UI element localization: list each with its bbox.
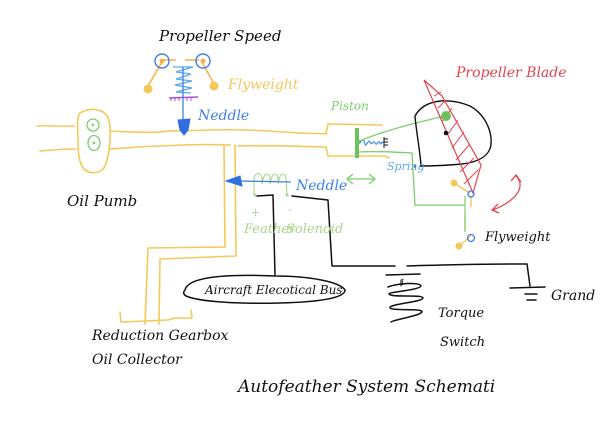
pipe-lower-left bbox=[39, 148, 77, 152]
governor-pivot-right bbox=[195, 53, 211, 69]
spring-icon bbox=[359, 139, 384, 146]
piston-rod bbox=[359, 115, 446, 142]
piston-return-line bbox=[358, 150, 465, 206]
needle-valve-icon bbox=[177, 118, 191, 136]
diagram-title: Autofeather System Schemati bbox=[236, 377, 495, 397]
propeller-hub bbox=[414, 79, 492, 195]
flyweight-ball-icon bbox=[209, 81, 219, 91]
wire-feather-plus bbox=[256, 194, 276, 276]
flyweight-pivot bbox=[467, 190, 475, 198]
label-flyweight-top: Flyweight bbox=[227, 77, 299, 93]
label-propeller-blade: Propeller Blade bbox=[455, 65, 567, 81]
flyweight-right-assembly bbox=[450, 173, 522, 250]
pipe-drain-right bbox=[158, 144, 237, 325]
propeller-blade bbox=[423, 79, 482, 195]
oil-pipes bbox=[36, 108, 390, 325]
oil-pump-body bbox=[76, 108, 111, 174]
label-ground: Grand bbox=[551, 288, 595, 304]
pipe-upper-left bbox=[36, 124, 75, 128]
flyweight-ball-icon bbox=[450, 179, 458, 187]
pipe-drain-left bbox=[144, 145, 226, 325]
label-piston: Piston bbox=[330, 99, 369, 113]
torque-switch-coil bbox=[387, 282, 424, 323]
ground-symbol-icon bbox=[509, 286, 546, 301]
spring-icon bbox=[173, 66, 194, 94]
label-spring: Spring bbox=[387, 160, 424, 173]
blade-pin bbox=[441, 111, 451, 121]
needle-valve-icon bbox=[224, 175, 243, 187]
pump-gear-bottom bbox=[87, 134, 101, 152]
label-gearbox-2: Oil Collector bbox=[92, 352, 183, 368]
label-minus: - bbox=[288, 203, 292, 216]
pipe-upper-main bbox=[109, 128, 327, 135]
label-switch-mark: 1 bbox=[400, 278, 405, 287]
piston-cylinder-top bbox=[325, 123, 383, 135]
flyweight-ball-icon bbox=[143, 84, 153, 94]
wire-torque-switch-top bbox=[385, 273, 421, 276]
gearbox-oil-collector bbox=[119, 309, 193, 323]
oil-pump-gears bbox=[86, 118, 101, 152]
label-aircraft-bus: Aircraft Elecotical Bus bbox=[204, 283, 342, 297]
label-oil-pump: Oil Pumb bbox=[67, 192, 137, 210]
label-torque-2: Switch bbox=[440, 335, 485, 350]
aircraft-electrical-bus bbox=[182, 274, 346, 304]
blade-pivot bbox=[443, 130, 449, 136]
piston-assembly bbox=[345, 115, 465, 206]
governor-assembly bbox=[143, 53, 219, 136]
flyweight-ball-icon bbox=[455, 242, 463, 250]
pipe-lower-main bbox=[109, 143, 231, 150]
label-solenoid: Solenoid bbox=[286, 222, 343, 237]
label-flyweight-right: Flyweight bbox=[484, 230, 551, 245]
label-propeller-speed: Propeller Speed bbox=[158, 27, 281, 45]
pipe-lower-right bbox=[237, 144, 327, 148]
label-torque-1: Torque bbox=[438, 306, 484, 321]
label-feather: Feather bbox=[243, 222, 296, 237]
electrical-wiring bbox=[182, 165, 546, 323]
solenoid-coil bbox=[253, 172, 288, 196]
governor-pivot-left bbox=[154, 53, 170, 69]
flyweight-pivot bbox=[466, 233, 476, 243]
pump-gear-top bbox=[86, 118, 100, 132]
feather-solenoid bbox=[224, 172, 292, 197]
label-plus: + bbox=[251, 206, 260, 219]
double-arrow-icon bbox=[345, 173, 377, 185]
wire-feather-minus bbox=[291, 195, 396, 267]
rotation-arrow-icon bbox=[490, 173, 522, 214]
hub-outline bbox=[414, 100, 492, 167]
wire-switch-ground bbox=[406, 263, 531, 287]
label-needle-solenoid: Neddle bbox=[295, 178, 347, 194]
label-needle-top: Neddle bbox=[197, 108, 249, 124]
labels: Propeller Speed Flyweight Neddle Oil Pum… bbox=[67, 27, 595, 397]
label-gearbox-1: Reduction Gearbox bbox=[91, 328, 229, 344]
